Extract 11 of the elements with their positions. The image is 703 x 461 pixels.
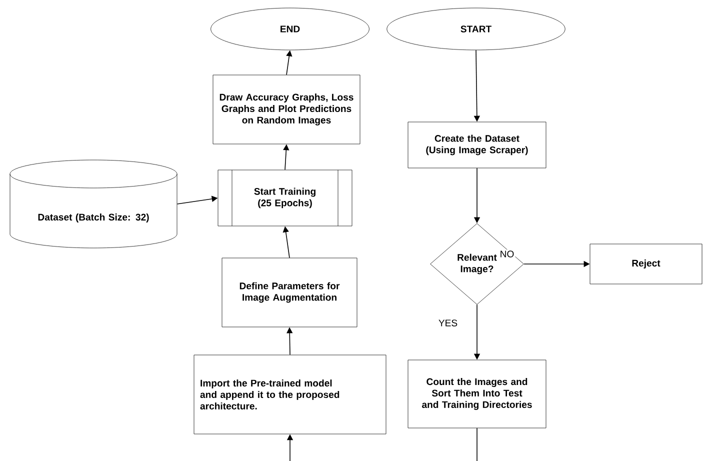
process-box: Draw Accuracy Graphs, Loss Graphs and Plot Predictions on Random Images [212,74,360,144]
edge-label: YES [437,318,459,328]
process-box: Count the Images and Sort Them Into Test and Training Directories [408,360,546,428]
node-label: Dataset (Batch Size: 32) [38,214,149,222]
process-box: Define Parameters for Image Augmentation [222,258,358,328]
process-box: Import the Pre-trained model and append it to the proposed architecture. [194,354,386,434]
process-box: Create the Dataset (Using Image Scraper) [408,122,546,168]
database-cylinder: Dataset (Batch Size: 32) [10,160,178,248]
subroutine-box: Start Training (25 Epochs) [218,170,352,226]
edge-label: NO [498,250,516,258]
process-box: Reject [590,244,702,284]
